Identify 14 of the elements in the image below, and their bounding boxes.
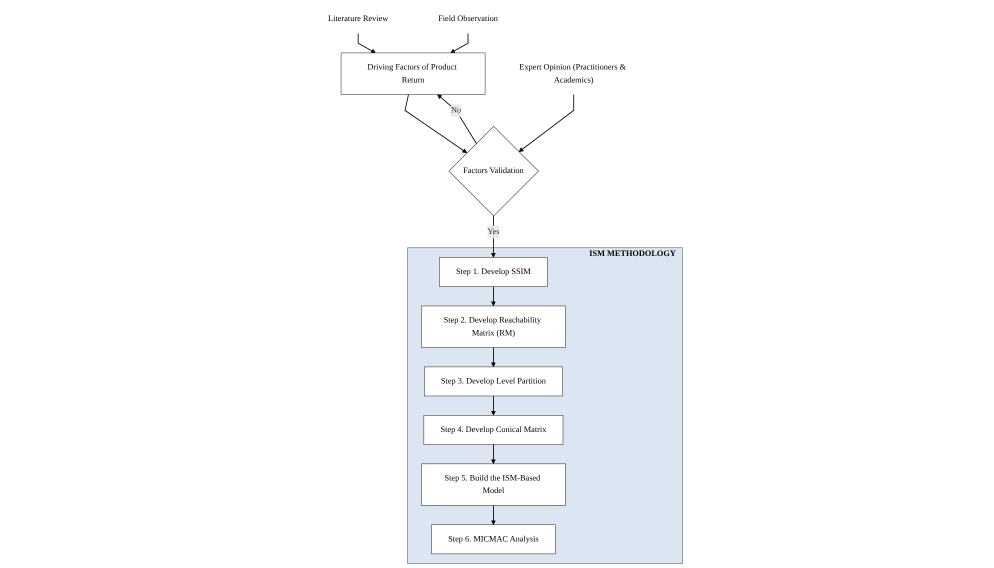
process-box: Step 5. Build the ISM-Based Model <box>421 464 566 506</box>
group-title: ISM METHODOLOGY <box>589 249 676 258</box>
process-box: Driving Factors of Product Return <box>340 52 486 95</box>
text-label: Expert Opinion (Practitioners & Academics) <box>519 62 626 84</box>
process-box: Step 4. Develop Conical Matrix <box>424 415 564 445</box>
text-label: Field Observation <box>438 14 498 24</box>
edge-label: No <box>451 104 462 117</box>
edge-label: Yes <box>487 226 500 238</box>
process-box: Step 3. Develop Level Partition <box>424 366 563 396</box>
process-box: Step 2. Develop Reachability Matrix (RM) <box>421 306 566 348</box>
process-box: Step 1. Develop SSIM <box>439 257 548 287</box>
text-label: Literature Review <box>328 14 388 24</box>
process-box: Step 6. MICMAC Analysis <box>431 524 556 554</box>
decision-diamond: Factors Validation <box>448 126 539 216</box>
